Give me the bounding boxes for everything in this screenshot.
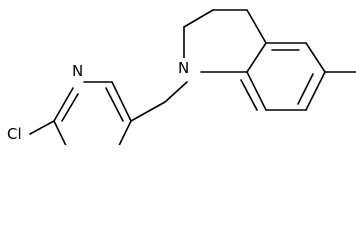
chlorine-mask xyxy=(5,124,29,144)
bond-linker-2 xyxy=(164,81,188,103)
bond-pyridine-4 xyxy=(118,120,132,145)
bond-linker-1 xyxy=(130,101,166,122)
bond-aromatic-4 xyxy=(305,42,326,73)
bond-aromatic-1 xyxy=(246,71,267,111)
quinoline-nitrogen-label: N xyxy=(178,59,189,77)
bond-pyridine-3 xyxy=(111,81,132,122)
chlorine-label: Cl xyxy=(7,125,22,143)
pyridine-nitrogen-mask xyxy=(69,61,85,81)
quinoline-nitrogen-mask xyxy=(176,58,194,78)
bond-cl-c xyxy=(29,120,55,135)
pyridine-nitrogen-label: N xyxy=(72,62,83,80)
bond-pyridine-1-double xyxy=(61,93,79,122)
bond-saturated-4 xyxy=(246,9,267,44)
bond-saturated-5 xyxy=(246,42,267,73)
chemical-structure: Cl N N xyxy=(5,9,356,145)
atom-labels: Cl N N xyxy=(5,58,194,144)
bond-pyridine-6 xyxy=(53,120,67,145)
bond-saturated-2 xyxy=(183,9,214,28)
bond-aromatic-3 xyxy=(305,71,326,111)
bond-aromatic-3-double xyxy=(297,73,314,105)
bond-pyridine-3-double xyxy=(105,87,124,122)
bond-aromatic-1-double xyxy=(240,79,258,111)
bond-pyridine-1 xyxy=(53,87,74,122)
bond-network xyxy=(29,9,356,145)
